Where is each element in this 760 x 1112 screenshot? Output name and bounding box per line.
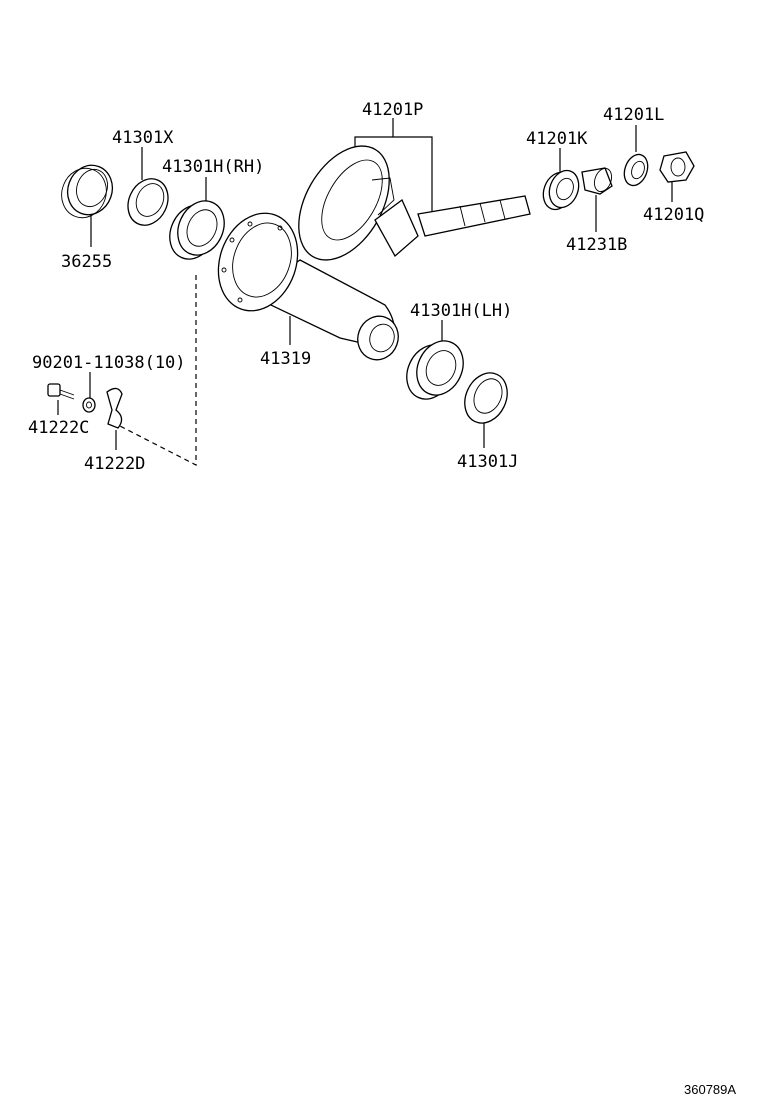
label-36255[interactable]: 36255 [61,252,112,272]
label-41319[interactable]: 41319 [260,349,311,369]
label-90201-11038[interactable]: 90201-11038(10) [32,353,186,373]
washer-90201 [82,397,96,413]
lock-plate-41222D [106,387,123,429]
diagram-reference-code: 360789A [684,1082,736,1097]
label-41201P[interactable]: 41201P [362,100,423,120]
label-41231B[interactable]: 41231B [566,235,627,255]
bearing-41301H-LH [406,340,464,400]
spacer-41231B [581,167,613,195]
ring-gear-41201P [298,145,395,261]
label-41301H-RH[interactable]: 41301H(RH) [162,157,264,177]
bearing-41301H-RH [169,200,225,260]
label-41201K[interactable]: 41201K [526,129,588,149]
leader-lines [57,118,673,466]
nut-41201Q [659,151,695,183]
part-labels: 41201P 41201L 41201K 41301X 41301H(RH) 3… [28,100,704,474]
label-41301X[interactable]: 41301X [112,128,174,148]
drive-pinion-41201P [374,195,531,258]
bolt-41222C [47,383,75,400]
label-41222D[interactable]: 41222D [84,454,145,474]
spacer-41301X [127,178,169,226]
label-41201Q[interactable]: 41201Q [643,205,704,225]
oil-seal-36255 [61,164,114,219]
label-41222C[interactable]: 41222C [28,418,89,438]
differential-case-41319 [217,212,399,361]
bearing-41201K [542,169,580,211]
label-41201L[interactable]: 41201L [603,105,664,125]
spacer-41301J [464,372,508,424]
bearing-41201L [623,153,649,187]
label-41301H-LH[interactable]: 41301H(LH) [410,301,512,321]
label-41301J[interactable]: 41301J [457,452,518,472]
